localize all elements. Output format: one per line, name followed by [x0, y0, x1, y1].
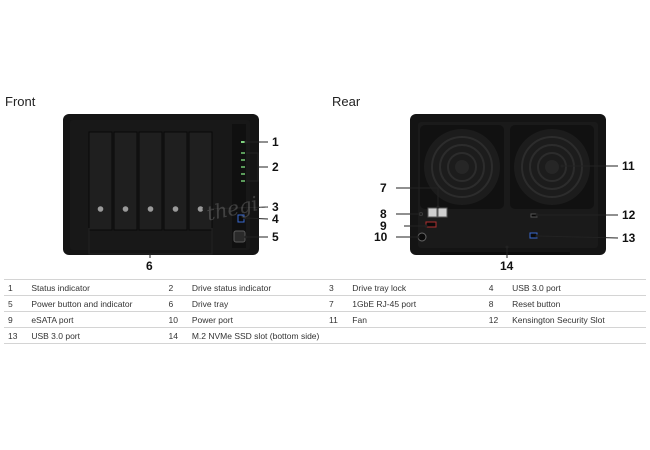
drive-tray [188, 131, 213, 231]
drive-tray [138, 131, 163, 231]
drive-status-led [241, 173, 245, 175]
fan-left [420, 125, 504, 209]
callout-8: 8 [380, 207, 387, 221]
drive-tray [88, 131, 113, 231]
callout-12: 12 [622, 208, 636, 222]
legend-label [348, 327, 485, 344]
callout-9: 9 [380, 219, 387, 233]
legend-label: Power button and indicator [27, 295, 165, 312]
fan-right [510, 125, 594, 209]
callout-2: 2 [272, 160, 279, 174]
power-button[interactable] [233, 230, 246, 243]
legend-number: 6 [164, 295, 188, 312]
m2-ssd-slot[interactable] [440, 252, 570, 255]
drive-status-led [241, 180, 245, 182]
front-callout-lines [88, 141, 269, 258]
legend-number: 7 [325, 295, 349, 312]
legend-label: Drive status indicator [187, 279, 325, 296]
drive-trays [88, 131, 213, 231]
callout-7: 7 [380, 181, 387, 195]
rear-callout-markers [416, 164, 564, 249]
nas-diagram: 1 2 3 4 5 6 [63, 114, 636, 273]
callout-11: 11 [622, 159, 635, 173]
legend-label: eSATA port [27, 311, 165, 328]
callout-13: 13 [622, 231, 636, 245]
front-view: 1 2 3 4 5 6 [63, 114, 279, 273]
legend-number: 11 [325, 311, 349, 328]
drive-tray [113, 131, 138, 231]
drive-status-led [241, 159, 245, 161]
callout-4: 4 [272, 212, 279, 226]
legend-label: M.2 NVMe SSD slot (bottom side) [187, 327, 325, 344]
drive-tray [163, 131, 188, 231]
legend-number [484, 327, 509, 344]
drive-tray-lock[interactable] [197, 206, 204, 212]
legend-label: Fan [348, 311, 485, 328]
legend-number: 2 [164, 279, 188, 296]
legend-label: Kensington Security Slot [508, 311, 646, 328]
rj45-port[interactable] [437, 207, 448, 218]
legend-number: 12 [484, 311, 509, 328]
front-view-label: Front [5, 94, 36, 109]
rear-view: 7 8 9 10 11 12 13 14 [374, 114, 636, 273]
legend-label: Power port [187, 311, 325, 328]
legend-number: 1 [4, 279, 28, 296]
rear-callout-lines [396, 165, 619, 258]
legend-number: 10 [164, 311, 188, 328]
legend-label: Reset button [508, 295, 646, 312]
legend-label: Drive tray [187, 295, 325, 312]
drive-status-led [241, 152, 245, 154]
callout-6: 6 [146, 259, 153, 273]
legend-number: 5 [4, 295, 28, 312]
drive-tray-lock[interactable] [97, 206, 104, 212]
legend-number: 4 [484, 279, 509, 296]
callout-10: 10 [374, 230, 388, 244]
rj45-port[interactable] [427, 207, 438, 218]
legend-label: USB 3.0 port [508, 279, 646, 296]
callout-5: 5 [272, 230, 279, 244]
esata-port[interactable] [425, 221, 437, 228]
status-indicator-led [241, 141, 245, 143]
callout-14: 14 [500, 259, 514, 273]
legend-label: Drive tray lock [348, 279, 485, 296]
rear-view-label: Rear [332, 94, 361, 109]
drive-tray-lock[interactable] [122, 206, 129, 212]
legend-label: 1GbE RJ-45 port [348, 295, 485, 312]
legend-number: 3 [325, 279, 349, 296]
callout-3: 3 [272, 200, 279, 214]
callout-1: 1 [272, 135, 279, 149]
legend-number: 14 [164, 327, 188, 344]
legend-number: 13 [4, 327, 28, 344]
legend-label: USB 3.0 port [27, 327, 165, 344]
drive-tray-lock[interactable] [172, 206, 179, 212]
legend-number: 8 [484, 295, 509, 312]
front-callout-markers [202, 140, 248, 239]
drive-status-led [241, 166, 245, 168]
drive-tray-lock[interactable] [147, 206, 154, 212]
legend-number [325, 327, 349, 344]
status-leds [241, 141, 245, 182]
legend-label: Status indicator [27, 279, 165, 296]
legend-number: 9 [4, 311, 28, 328]
legend-label [508, 327, 646, 344]
